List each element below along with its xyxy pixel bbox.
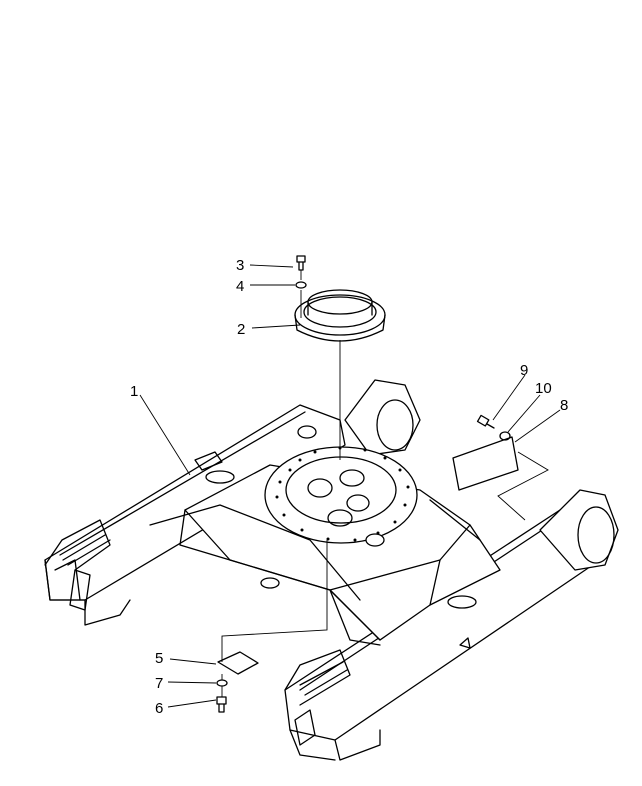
track-frame [44, 379, 619, 761]
swing-ring [294, 289, 386, 342]
washer-7 [216, 679, 228, 687]
cover-5 [217, 651, 259, 675]
cover-plate-8 [452, 436, 519, 491]
callout-8: 8 [560, 397, 568, 414]
callout-7: 7 [155, 675, 163, 692]
washer-4 [295, 281, 307, 289]
callout-1: 1 [130, 383, 138, 400]
bolt-9 [476, 414, 495, 429]
callout-9: 9 [520, 362, 528, 379]
washer-10 [499, 431, 511, 441]
bolt-6 [216, 696, 227, 713]
callout-4: 4 [236, 278, 244, 295]
assembly-lines [139, 264, 561, 708]
bolt-3 [296, 255, 306, 271]
callout-6: 6 [155, 700, 163, 717]
callout-3: 3 [236, 257, 244, 274]
callout-10: 10 [535, 380, 552, 397]
callout-5: 5 [155, 650, 163, 667]
callout-2: 2 [237, 321, 245, 338]
